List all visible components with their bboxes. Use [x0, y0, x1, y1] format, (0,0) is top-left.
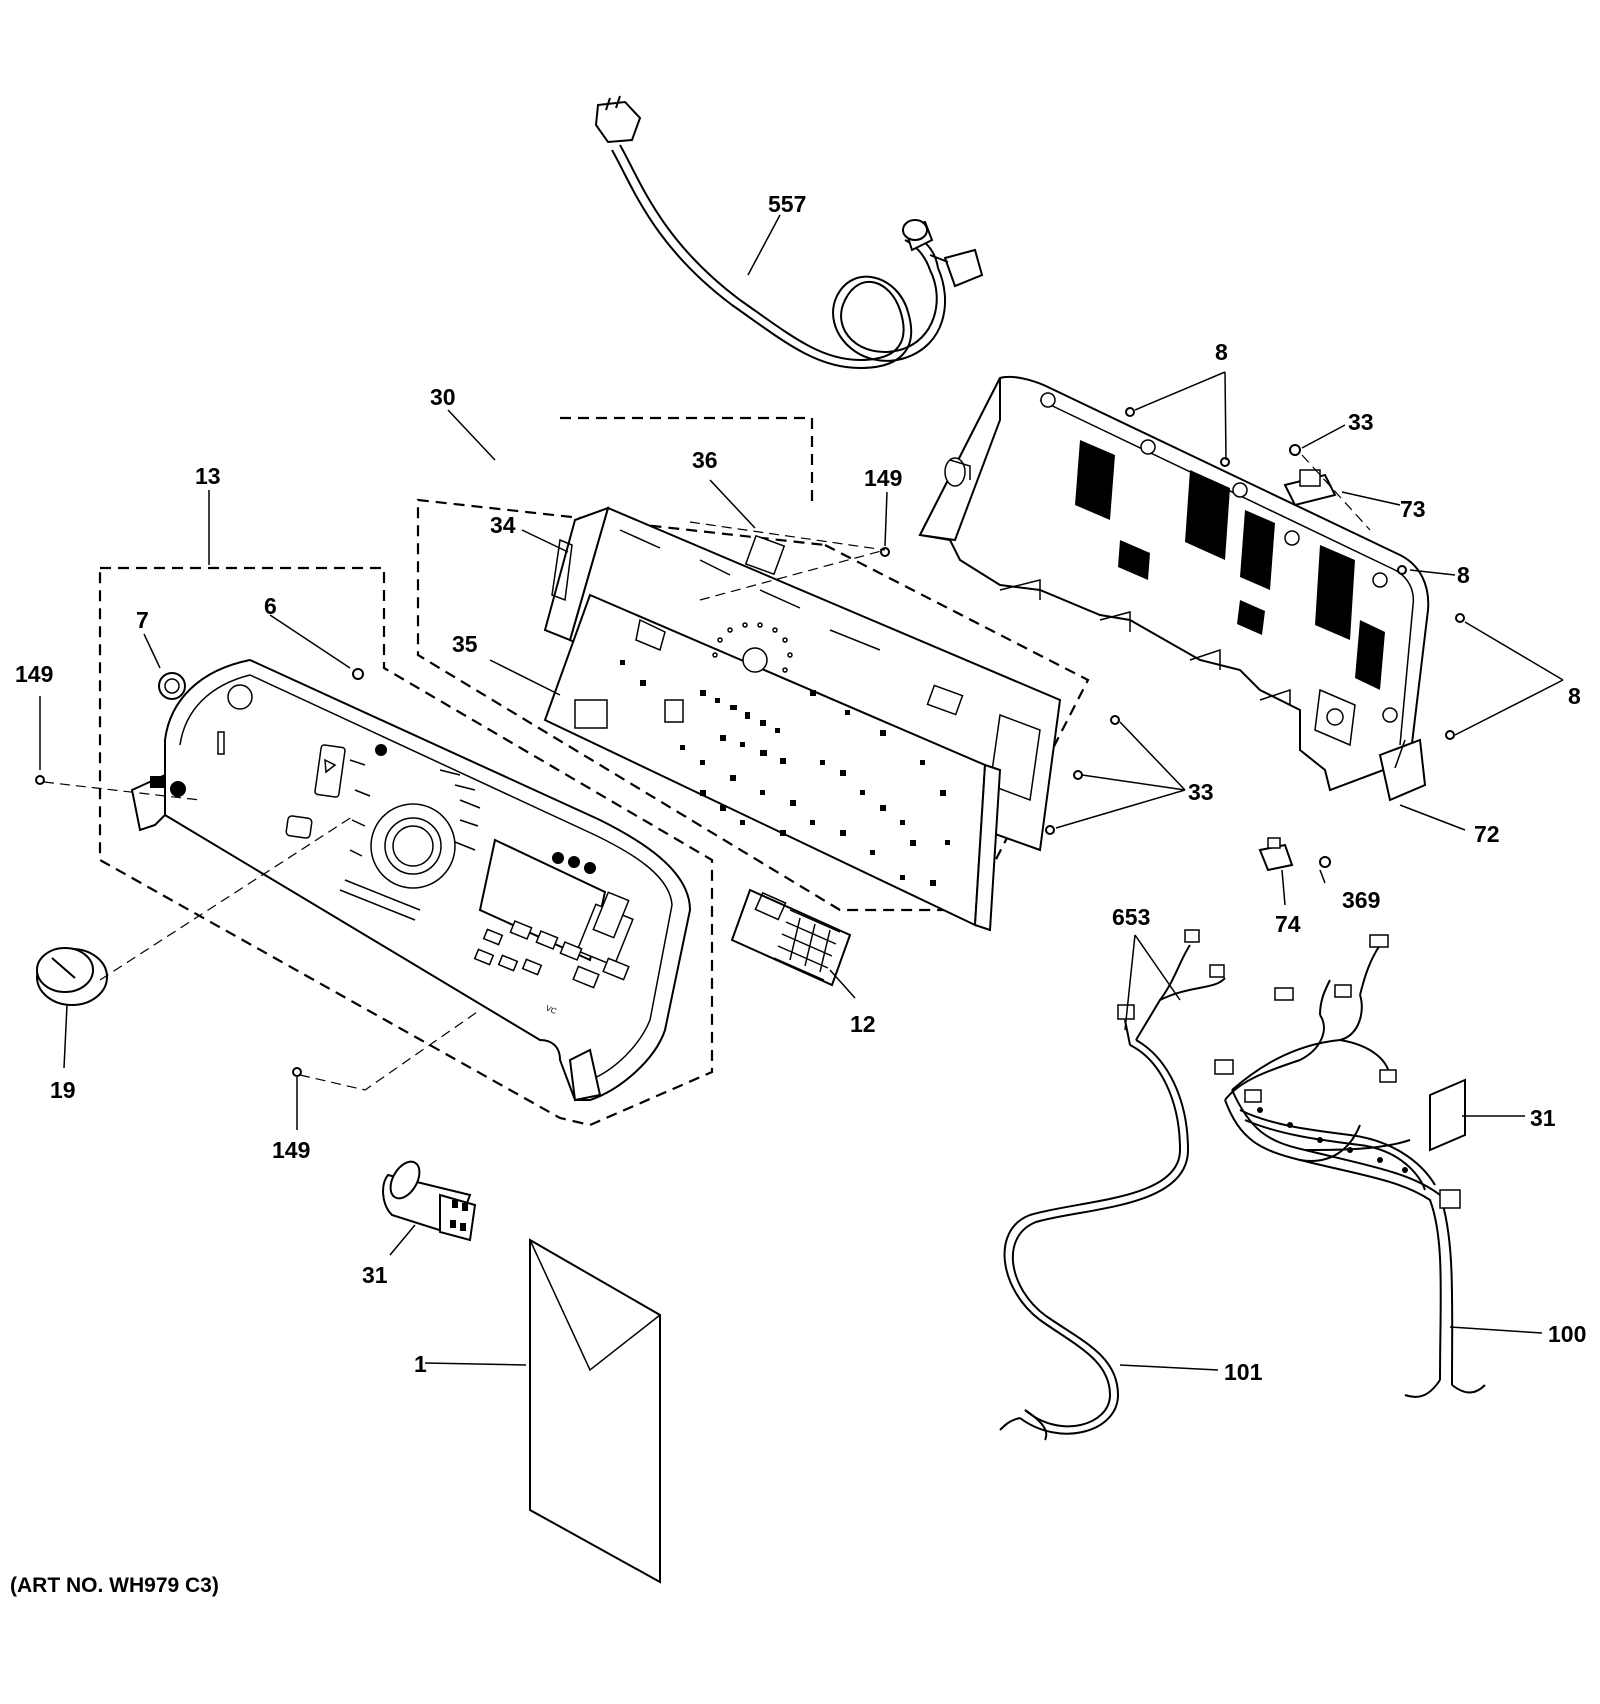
group-30-outline	[416, 416, 1090, 912]
callout-31: 31	[1530, 1105, 1556, 1131]
callout-34: 34	[490, 512, 516, 538]
callout-19: 19	[50, 1077, 76, 1103]
callout-557: 557	[768, 191, 806, 217]
callout-13: 13	[195, 463, 221, 489]
callout-12: 12	[850, 1011, 876, 1037]
wire-harness-101-part[interactable]	[999, 929, 1226, 1441]
callout-33: 33	[1188, 779, 1214, 805]
callout-30: 30	[430, 384, 456, 410]
callout-7: 7	[136, 607, 149, 633]
callout-35: 35	[452, 631, 478, 657]
callout-72: 72	[1474, 821, 1500, 847]
callout-74: 74	[1275, 911, 1301, 937]
callout-1: 1	[414, 1351, 427, 1377]
callout-149: 149	[15, 661, 53, 687]
callout-653: 653	[1112, 904, 1150, 930]
leader-lines	[39, 214, 1564, 1371]
callout-149: 149	[864, 465, 902, 491]
callout-8: 8	[1568, 683, 1581, 709]
callout-31: 31	[362, 1262, 388, 1288]
main-pcb-part[interactable]	[543, 593, 1002, 932]
art-number: (ART NO. WH979 C3)	[10, 1574, 219, 1597]
wire-harness-100-part[interactable]	[1214, 934, 1486, 1398]
knob-insert-part[interactable]	[158, 672, 186, 700]
callout-149: 149	[272, 1137, 310, 1163]
callout-100: 100	[1548, 1321, 1586, 1347]
callout-8: 8	[1457, 562, 1470, 588]
sensor-part[interactable]	[1258, 837, 1294, 872]
callout-36: 36	[692, 447, 718, 473]
callout-labels: 557 8 33 30 36 149 73 13 34 8 8 7 6 35 1…	[15, 191, 1586, 1385]
capacitor-part[interactable]	[382, 1157, 477, 1242]
selector-knob-part[interactable]	[36, 947, 108, 1006]
manual-sheet-part[interactable]	[529, 1238, 661, 1584]
svg-text:VC: VC	[544, 1004, 558, 1017]
callout-101: 101	[1224, 1359, 1263, 1385]
callout-8: 8	[1215, 339, 1228, 365]
screw-part[interactable]	[35, 407, 1465, 1077]
group-13-outline	[98, 566, 714, 1127]
control-panel-part[interactable]: VC	[130, 658, 692, 1102]
callout-6: 6	[264, 593, 277, 619]
relay-part[interactable]	[1283, 469, 1337, 507]
callout-33: 33	[1348, 409, 1374, 435]
power-cord-part[interactable]	[594, 95, 984, 369]
rear-panel-part[interactable]	[918, 375, 1430, 802]
callout-73: 73	[1400, 496, 1426, 522]
display-overlay-part[interactable]	[730, 888, 852, 987]
callout-369: 369	[1342, 887, 1380, 913]
